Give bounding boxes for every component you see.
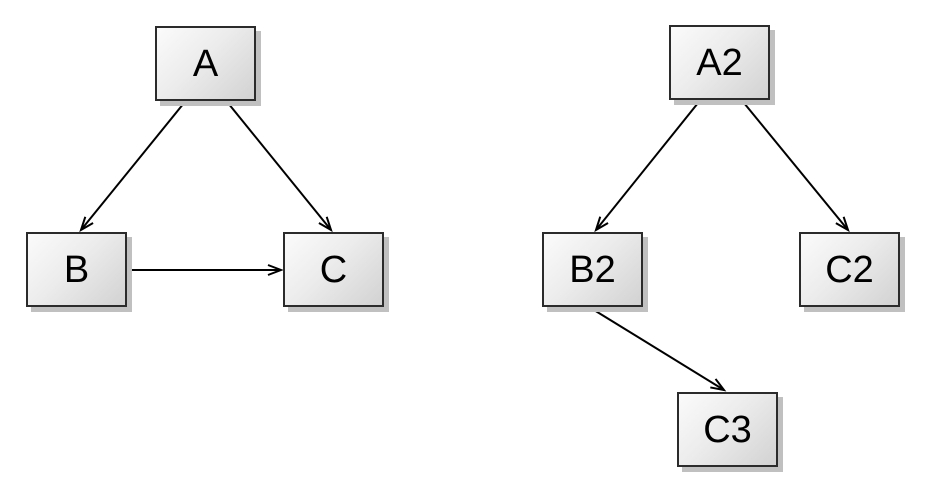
node-c-label: C — [319, 248, 348, 291]
node-a: A — [155, 26, 256, 101]
node-c: C — [283, 232, 384, 307]
edge-a2-to-b2 — [594, 102, 699, 233]
node-b-label: B — [63, 248, 90, 291]
node-a2-label: A2 — [696, 41, 743, 84]
edge-a-to-b — [79, 102, 185, 233]
node-a-label: A — [192, 42, 219, 85]
edge-b2-to-c3 — [593, 309, 727, 392]
node-a2: A2 — [669, 25, 770, 100]
node-b2: B2 — [542, 232, 643, 307]
node-b2-label: B2 — [569, 248, 616, 291]
node-b: B — [26, 232, 127, 307]
edge-a-to-c — [227, 102, 333, 233]
node-c2: C2 — [799, 232, 900, 307]
node-c3-label: C3 — [703, 408, 752, 451]
edge-a2-to-c2 — [743, 102, 850, 233]
node-c3: C3 — [677, 392, 778, 467]
node-c2-label: C2 — [825, 248, 874, 291]
